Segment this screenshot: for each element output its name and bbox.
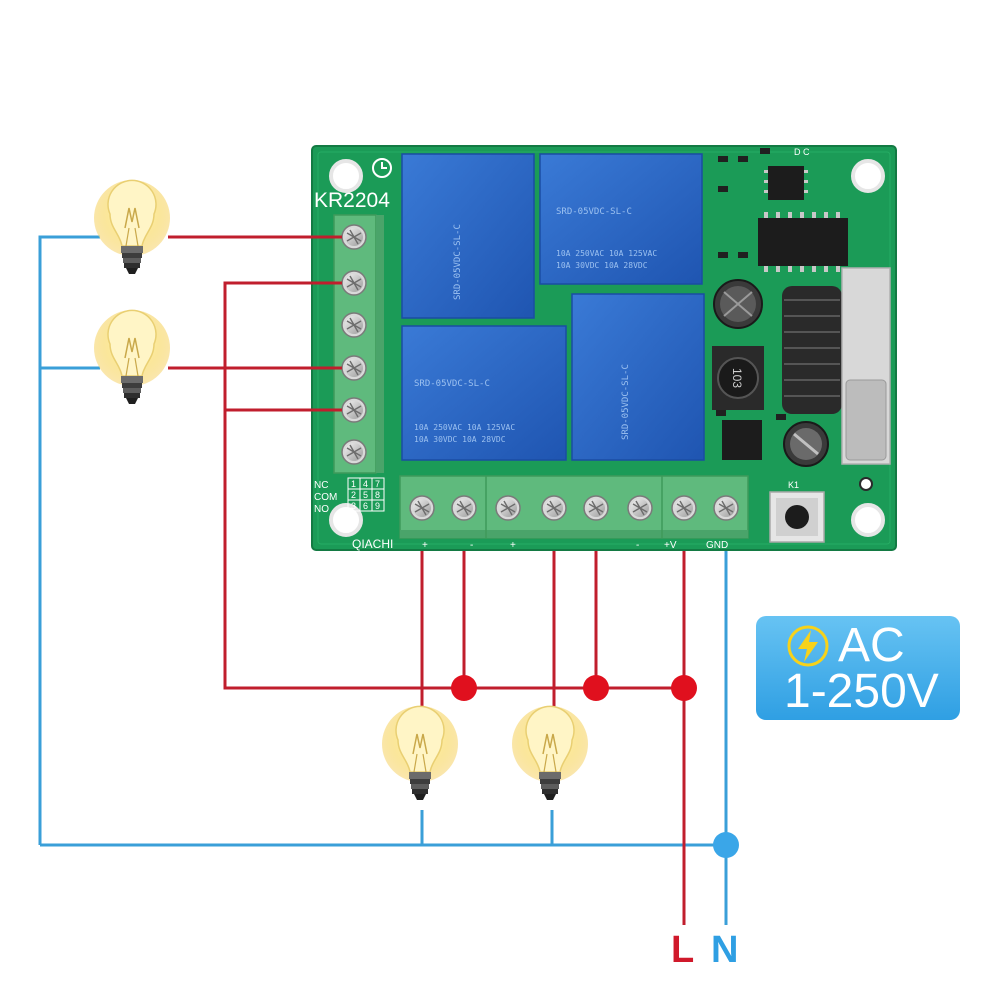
svg-text:+: +: [422, 540, 428, 551]
brand-label: QIACHI: [352, 537, 393, 551]
live-junction-3: [671, 675, 697, 701]
relay-4: SRD-05VDC-SL-C: [571, 293, 705, 461]
bulb-4-icon: [511, 705, 589, 801]
badge-voltage-text: 1-250V: [784, 665, 939, 718]
svg-text:6: 6: [363, 501, 368, 511]
svg-text:D C: D C: [794, 147, 810, 157]
mounting-hole-icon: [329, 503, 363, 537]
junctions: [451, 675, 697, 701]
relay-2: SRD-05VDC-SL-C 10A 250VAC 10A 125VAC 10A…: [539, 153, 703, 285]
svg-text:1: 1: [351, 479, 356, 489]
board-model: KR2204: [314, 189, 390, 212]
relay-1: SRD-05VDC-SL-C: [401, 153, 535, 319]
svg-text:SRD-05VDC-SL-C: SRD-05VDC-SL-C: [453, 224, 463, 300]
ac-voltage-badge: AC 1-250V: [756, 616, 960, 720]
live-junction-1: [451, 675, 477, 701]
relay-3: SRD-05VDC-SL-C 10A 250VAC 10A 125VAC 10A…: [401, 325, 567, 461]
lightning-bolt-icon: [787, 625, 829, 667]
svg-text:10A 250VAC 10A 125VAC: 10A 250VAC 10A 125VAC: [556, 249, 657, 258]
svg-text:NO: NO: [314, 504, 329, 515]
clock-icon: [372, 158, 392, 178]
badge-ac-text: AC: [838, 619, 905, 672]
svg-text:SRD-05VDC-SL-C: SRD-05VDC-SL-C: [621, 364, 631, 440]
inductor: 103: [712, 346, 764, 410]
svg-text:9: 9: [375, 501, 380, 511]
neutral-junction: [713, 832, 739, 858]
live-junction-2: [583, 675, 609, 701]
capacitor-1: [713, 279, 763, 329]
bulb-1-icon: [93, 179, 171, 275]
svg-text:-: -: [470, 540, 473, 551]
svg-text:10A 30VDC 10A 28VDC: 10A 30VDC 10A 28VDC: [414, 435, 506, 444]
svg-text:10A 250VAC 10A 125VAC: 10A 250VAC 10A 125VAC: [414, 423, 515, 432]
relay-board: KR2204 SRD-05VDC-SL-C SRD-05VDC-SL-C 10A…: [311, 145, 897, 551]
svg-text:SRD-05VDC-SL-C: SRD-05VDC-SL-C: [414, 379, 490, 389]
live-terminal-label: L: [671, 929, 695, 971]
svg-text:GND: GND: [706, 540, 728, 551]
ic-chip-small: [764, 166, 808, 200]
bottom-terminal-labels: + - + - +V GND: [422, 540, 728, 551]
svg-text:NC: NC: [314, 480, 328, 491]
svg-text:3: 3: [351, 501, 356, 511]
svg-text:+: +: [510, 540, 516, 551]
mounting-hole-icon: [851, 159, 885, 193]
smd-components: [716, 148, 786, 420]
svg-text:7: 7: [375, 479, 380, 489]
neutral-terminal-label: N: [711, 929, 739, 971]
bulb-3-icon: [381, 705, 459, 801]
svg-text:2: 2: [351, 490, 356, 500]
svg-text:5: 5: [363, 490, 368, 500]
mounting-hole-icon: [329, 159, 363, 193]
svg-text:-: -: [636, 540, 639, 551]
svg-text:8: 8: [375, 490, 380, 500]
svg-text:SRD-05VDC-SL-C: SRD-05VDC-SL-C: [556, 207, 632, 217]
button-label: K1: [788, 480, 799, 490]
ic-chip-large: [758, 212, 848, 272]
tactile-button[interactable]: [769, 491, 825, 543]
svg-text:10A 30VDC 10A 28VDC: 10A 30VDC 10A 28VDC: [556, 261, 648, 270]
receiver-module: [841, 267, 891, 491]
mounting-hole-icon: [851, 503, 885, 537]
left-terminal-block: [333, 214, 384, 474]
svg-text:103: 103: [730, 368, 744, 388]
svg-text:4: 4: [363, 479, 368, 489]
svg-text:+V: +V: [664, 540, 677, 551]
antenna-coil: [782, 286, 842, 414]
bottom-terminal-block: [399, 475, 749, 539]
svg-text:COM: COM: [314, 492, 337, 503]
capacitor-2: [783, 421, 829, 467]
transistor: [722, 420, 762, 460]
bulb-2-icon: [93, 309, 171, 405]
